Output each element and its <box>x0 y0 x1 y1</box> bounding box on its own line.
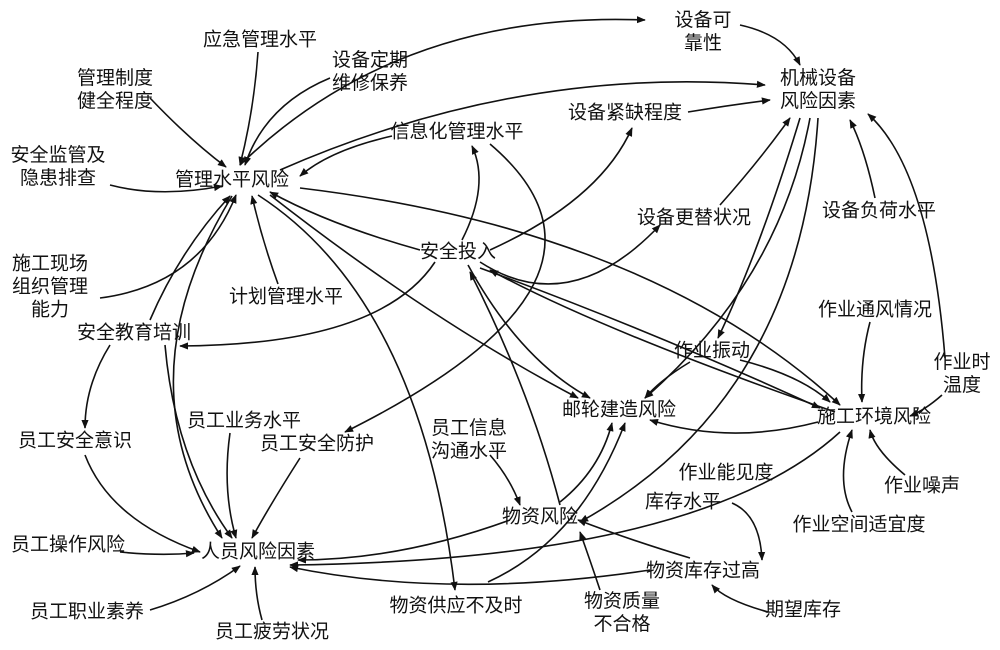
edge-overstock-to-personnel <box>289 565 651 586</box>
node-equipment-shortage: 设备紧缺程度 <box>567 101 683 124</box>
edge-mechanical-to-material <box>579 117 819 523</box>
node-environment-risk: 施工环境风险 <box>816 405 932 428</box>
edge-mgmt-to-supply <box>257 194 458 591</box>
edge-inventory-to-overstock <box>731 502 766 561</box>
edge-mgmt-to-envrisk <box>299 187 841 406</box>
node-info-management: 信息化管理水平 <box>390 120 524 143</box>
edge-mechanical-to-cruise <box>644 117 811 399</box>
node-personnel-risk: 人员风险因素 <box>200 540 316 563</box>
edge-mgmt-to-cruise <box>269 194 579 399</box>
edge-input-to-info <box>461 145 480 241</box>
edge-space-to-envrisk <box>842 429 853 513</box>
edge-update-to-mechanical <box>719 117 791 206</box>
edge-material-to-input <box>469 271 561 506</box>
edge-training-to-awareness <box>81 344 111 429</box>
edge-supervision-to-mgmt <box>109 184 223 193</box>
node-staff-skill: 员工业务水平 <box>186 409 302 432</box>
edge-skill-to-personnel <box>226 432 238 539</box>
edge-profession-to-personnel <box>149 565 241 611</box>
edge-mechanical-to-vibration-area <box>717 117 801 339</box>
edge-input-to-update <box>479 224 661 285</box>
node-equipment-load: 设备负荷水平 <box>821 199 937 222</box>
edge-overstock-to-material <box>577 519 691 559</box>
edge-emergency-to-mgmt <box>238 51 259 166</box>
node-equipment-maintenance: 设备定期维修保养 <box>331 49 409 94</box>
node-ventilation: 作业通风情况 <box>817 298 933 321</box>
edge-load-to-mechanical <box>849 119 876 199</box>
node-staff-protection: 员工安全防护 <box>259 432 375 455</box>
edge-vibration-to-envrisk <box>739 359 831 403</box>
node-staff-operation-risk: 员工操作风险 <box>10 533 126 556</box>
node-overstock: 物资库存过高 <box>645 559 761 582</box>
edge-comm-to-material <box>489 454 521 506</box>
node-safety-training: 安全教育培训 <box>76 321 192 344</box>
node-work-space: 作业空间适宜度 <box>792 513 926 536</box>
edge-quality-to-material <box>579 531 601 591</box>
edge-plan-to-mgmt <box>250 195 279 285</box>
edge-input-to-cruise <box>467 264 591 399</box>
node-site-organization: 施工现场组织管理能力 <box>11 252 89 321</box>
node-quality-issue: 物资质量不合格 <box>583 590 661 635</box>
node-cruise-construction-risk: 邮轮建造风险 <box>561 398 677 421</box>
edge-mgmt-to-mechanical <box>279 80 766 171</box>
edge-material-to-personnel <box>297 519 511 564</box>
node-management-system: 管理制度健全程度 <box>76 67 154 112</box>
edge-input-to-envrisk <box>479 267 821 409</box>
edge-reliability-to-mechanical <box>739 24 801 66</box>
node-vibration: 作业振动 <box>673 339 751 362</box>
edge-temp-to-envrisk <box>909 394 943 417</box>
edge-shortage-to-mechanical <box>687 97 771 113</box>
edge-training-to-mgmt <box>149 195 231 321</box>
edge-noise-to-envrisk <box>868 429 906 476</box>
node-staff-communication: 员工信息沟通水平 <box>430 417 508 462</box>
node-emergency-management: 应急管理水平 <box>202 28 318 51</box>
node-work-temperature: 作业时温度 <box>933 351 991 396</box>
node-management-risk: 管理水平风险 <box>174 168 290 191</box>
edge-vent-to-envrisk <box>858 321 871 403</box>
edge-fatigue-to-personnel <box>251 566 263 621</box>
edge-env-to-cruise <box>649 418 819 434</box>
edge-vibration-to-cruise <box>644 361 691 399</box>
node-equipment-update: 设备更替状况 <box>636 206 752 229</box>
node-staff-fatigue: 员工疲劳状况 <box>214 620 330 643</box>
node-staff-professionalism: 员工职业素养 <box>29 600 145 623</box>
edge-mgmtsystem-to-mgmt <box>149 97 227 168</box>
node-material-risk: 物资风险 <box>501 505 579 528</box>
node-staff-awareness: 员工安全意识 <box>17 429 133 452</box>
edge-temp-to-mechanical <box>867 113 946 359</box>
node-expected-inventory: 期望库存 <box>764 598 842 621</box>
edge-expected-to-overstock <box>711 584 769 613</box>
edge-awareness-to-personnel <box>84 454 201 553</box>
edge-material-to-cruise <box>559 422 614 503</box>
edge-input-to-mgmt <box>269 191 421 251</box>
node-safety-supervision: 安全监管及隐患排查 <box>10 144 106 189</box>
node-mechanical-risk: 机械设备风险因素 <box>779 67 857 112</box>
edge-input-to-shortage <box>489 127 633 251</box>
edge-opsrisk-to-personnel <box>119 550 195 558</box>
edge-siteorg-to-mgmt <box>99 194 237 299</box>
node-safety-input: 安全投入 <box>419 240 497 263</box>
edge-info-to-staffprotection <box>344 143 546 433</box>
node-plan-management: 计划管理水平 <box>228 285 344 308</box>
node-equipment-reliability: 设备可靠性 <box>674 9 732 54</box>
edge-mgmt-to-personnel <box>172 195 233 539</box>
node-noise: 作业噪声 <box>883 474 961 497</box>
edge-env-to-personnel <box>289 431 841 569</box>
edge-maintenance-to-mgmt <box>244 77 331 166</box>
edge-training-to-personnel <box>164 344 233 539</box>
node-visibility: 作业能见度 <box>678 461 774 484</box>
edge-supply-to-cruise <box>487 422 626 583</box>
edge-protection-to-personnel <box>251 457 301 539</box>
node-inventory-level: 库存水平 <box>644 490 722 513</box>
node-supply-delay: 物资供应不及时 <box>389 594 523 617</box>
edge-info-to-mgmt <box>299 135 393 177</box>
edge-mgmt-to-equipreliability <box>239 16 646 166</box>
edge-env-to-input <box>489 269 836 413</box>
edge-input-to-training <box>179 261 436 350</box>
